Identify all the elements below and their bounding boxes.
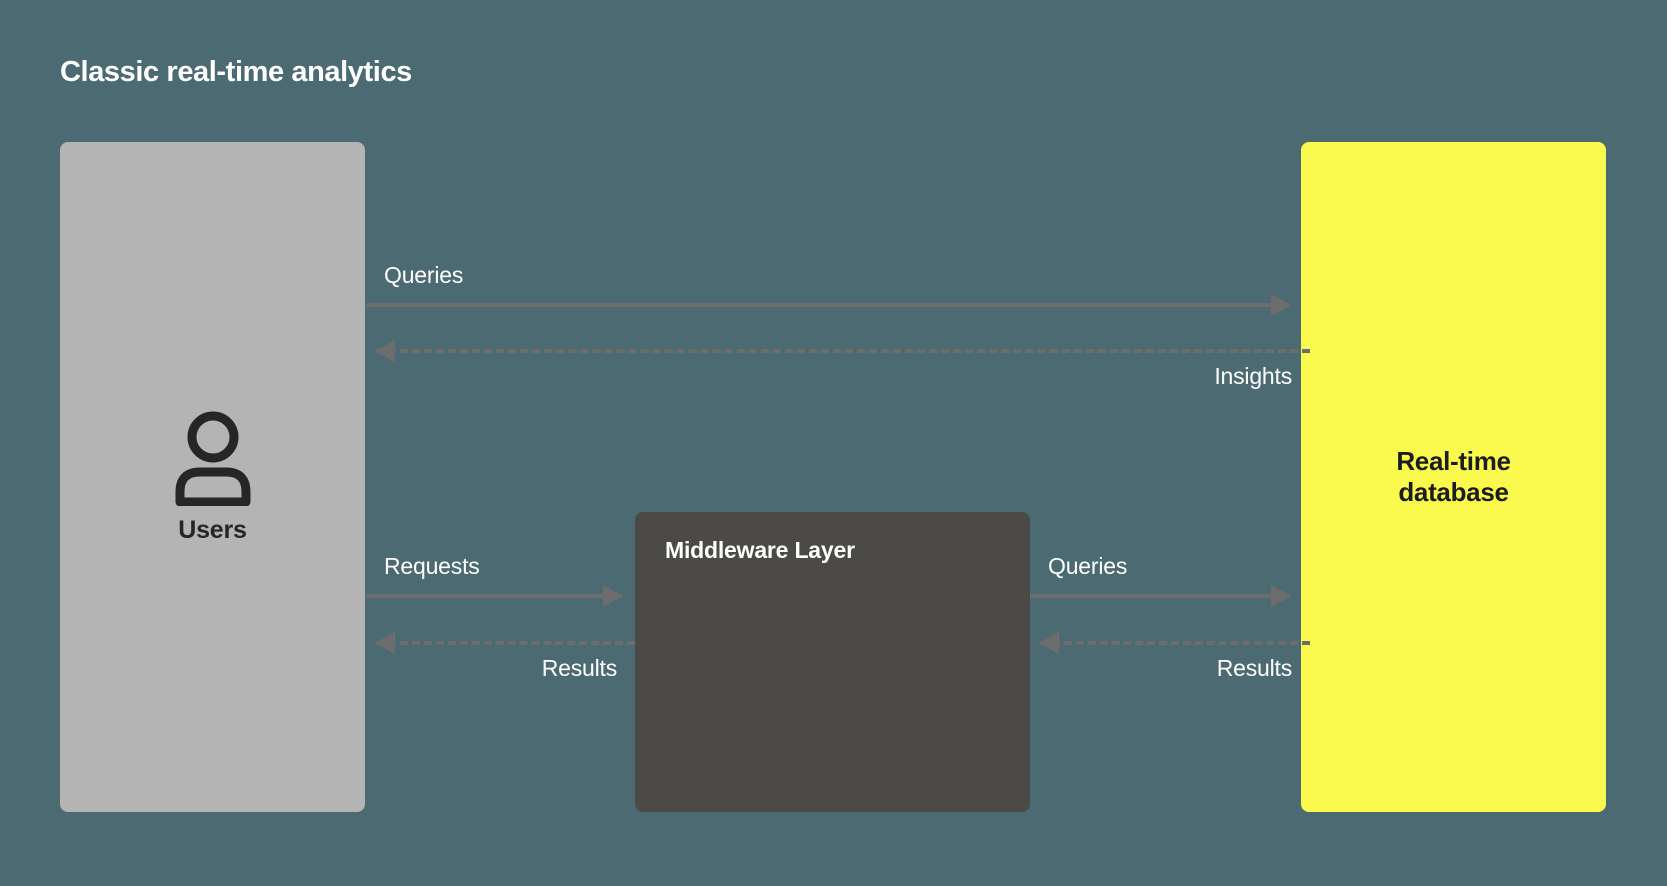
node-database-label-line1: Real-time	[1396, 445, 1511, 476]
node-database-label-line2: database	[1398, 477, 1509, 507]
node-middleware: Middleware Layer	[635, 512, 1030, 812]
node-users: Users	[60, 142, 365, 812]
connector-line	[1030, 594, 1290, 598]
connector-line	[366, 594, 622, 598]
arrowhead-right-icon	[1271, 294, 1291, 316]
page-title: Classic real-time analytics	[60, 56, 412, 88]
connector-line-dashed	[376, 641, 635, 645]
arrowhead-right-icon	[603, 585, 623, 607]
connector-label-results-right: Results	[1216, 655, 1292, 681]
node-database-content: Real-time database	[1301, 142, 1606, 812]
node-middleware-label: Middleware Layer	[665, 537, 855, 563]
connector-label-requests: Requests	[384, 553, 480, 579]
node-users-label: Users	[178, 515, 247, 544]
node-database-label: Real-time database	[1396, 445, 1511, 508]
connector-label-insights: Insights	[1214, 363, 1292, 389]
node-database: Real-time database	[1301, 142, 1606, 812]
arrowhead-right-icon	[1271, 585, 1291, 607]
arrowhead-left-icon	[375, 340, 395, 362]
connector-line-dashed	[1040, 641, 1310, 645]
user-icon	[175, 411, 250, 506]
connector-line-dashed	[376, 349, 1310, 353]
connector-label-queries-bottom: Queries	[1048, 553, 1128, 579]
connector-line	[366, 303, 1290, 307]
node-users-content: Users	[60, 142, 365, 812]
connector-label-queries-top: Queries	[384, 262, 464, 288]
connector-label-results-left: Results	[541, 655, 617, 681]
arrowhead-left-icon	[1039, 632, 1059, 654]
arrowhead-left-icon	[375, 632, 395, 654]
